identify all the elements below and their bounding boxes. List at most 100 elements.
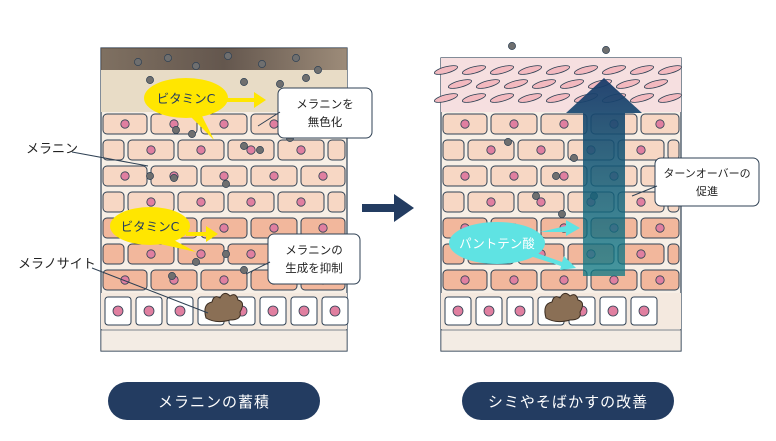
melanin-dot — [532, 192, 540, 200]
skin-flake — [531, 79, 557, 89]
cell-nucleus — [318, 223, 328, 233]
skin-flake — [629, 65, 655, 75]
melanin-dot — [240, 142, 248, 150]
skin-flake — [475, 79, 501, 89]
cell-nucleus — [196, 249, 206, 259]
cell-nucleus — [460, 275, 470, 285]
callout-decolor-line1: メラニンを — [296, 97, 354, 111]
label-melanin: メラニン — [26, 142, 79, 157]
cell-nucleus — [559, 119, 569, 129]
melanin-dot — [602, 46, 610, 54]
skin-flake — [503, 79, 529, 89]
melanin-dot — [134, 58, 142, 66]
cell-nucleus — [536, 197, 546, 207]
cell-nucleus — [246, 145, 256, 155]
skin-flake — [559, 79, 585, 89]
melanin-dot — [240, 78, 248, 86]
cell-nucleus — [486, 197, 496, 207]
melanin-dot — [314, 66, 322, 74]
cell-nucleus — [219, 223, 229, 233]
left-dark-stratum — [101, 48, 347, 70]
left-dermis — [100, 329, 348, 352]
cell-nucleus — [636, 197, 646, 207]
right-caption-pill: シミやそばかすの改善 — [462, 382, 674, 420]
label-melanocyte: メラノサイト — [18, 257, 96, 272]
cell-nucleus — [219, 119, 229, 129]
melanocyte-cell-right — [544, 292, 584, 323]
cell-nucleus — [269, 171, 279, 181]
melanin-dot — [508, 42, 516, 50]
cell-nucleus — [655, 223, 665, 233]
skin-flake — [447, 79, 473, 89]
transition-arrow — [362, 194, 414, 222]
melanin-dot — [188, 130, 196, 138]
callout-suppress-line2: 生成を抑制 — [285, 261, 343, 275]
melanocyte-leader-line — [91, 267, 209, 314]
skin-flake — [629, 93, 655, 103]
melanocyte-cell — [204, 292, 244, 323]
vitamin-c-label-bottom: ビタミンC — [121, 219, 180, 234]
skin-flake — [573, 65, 599, 75]
basal-nucleus — [607, 305, 619, 317]
cell-nucleus — [196, 197, 206, 207]
pantothenic-label: パントテン酸 — [459, 236, 535, 251]
cell-nucleus — [486, 145, 496, 155]
melanin-dot — [558, 210, 566, 218]
melanin-dot — [570, 154, 578, 162]
skin-cell — [102, 191, 125, 213]
skin-flake — [433, 65, 459, 75]
callout-turnover-line1: ターンオーバーの — [663, 167, 750, 180]
basal-nucleus — [329, 305, 341, 317]
cell-nucleus — [460, 119, 470, 129]
melanin-leader-line — [71, 151, 149, 167]
cell-nucleus — [460, 171, 470, 181]
cell-nucleus — [120, 171, 130, 181]
melanin-dot — [192, 62, 200, 70]
cell-nucleus — [318, 171, 328, 181]
skin-flake — [489, 65, 515, 75]
basal-nucleus — [638, 305, 650, 317]
cell-nucleus — [509, 171, 519, 181]
cell-nucleus — [246, 197, 256, 207]
skin-flake — [643, 79, 669, 89]
cell-nucleus — [609, 275, 619, 285]
right-skin-panel — [433, 42, 683, 352]
melanin-dot — [222, 180, 230, 188]
skin-flake — [657, 93, 683, 103]
cell-nucleus — [509, 119, 519, 129]
skin-cell — [327, 191, 346, 213]
skin-cell — [327, 139, 346, 161]
cell-nucleus — [269, 223, 279, 233]
cell-nucleus — [559, 275, 569, 285]
right-dermis — [440, 329, 682, 352]
skin-flake — [615, 79, 641, 89]
skin-cell — [442, 191, 465, 213]
basal-nucleus — [452, 305, 464, 317]
cell-nucleus — [559, 171, 569, 181]
melanin-dot — [240, 266, 248, 274]
melanin-dot — [258, 60, 266, 68]
cell-nucleus — [146, 249, 156, 259]
skin-flake — [545, 65, 571, 75]
melanin-dot — [168, 272, 176, 280]
melanin-dot — [504, 138, 512, 146]
melanin-dot — [192, 258, 200, 266]
melanin-dot — [256, 146, 264, 154]
right-skin-flakes — [433, 65, 683, 103]
cell-nucleus — [296, 145, 306, 155]
vitamin-c-label-top: ビタミンC — [157, 91, 216, 106]
cell-nucleus — [509, 275, 519, 285]
callout-turnover: ターンオーバーの 促進 — [631, 157, 760, 207]
callout-decolor-line2: 無色化 — [308, 115, 343, 129]
turnover-up-arrow — [566, 78, 642, 276]
basal-nucleus — [298, 305, 310, 317]
callout-decolor: メラニンを 無色化 — [257, 87, 373, 139]
cell-nucleus — [146, 145, 156, 155]
vitamin-c-bubble-top: ビタミンC — [144, 78, 266, 140]
skin-flake — [489, 93, 515, 103]
skin-cell — [667, 139, 680, 161]
skin-flake — [657, 65, 683, 75]
melanin-dot — [222, 250, 230, 258]
melanin-dot — [170, 174, 178, 182]
